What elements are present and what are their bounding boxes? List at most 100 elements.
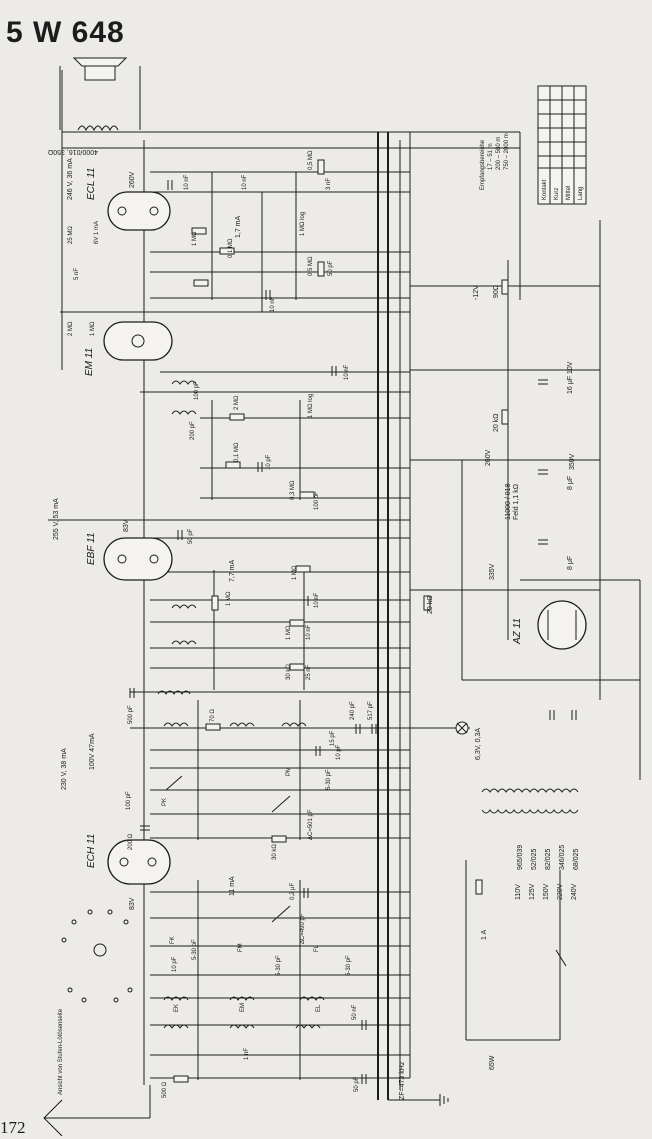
cap16-label: 16 μF 10V xyxy=(567,361,574,394)
tube-az11 xyxy=(537,600,587,650)
tube-em11 xyxy=(103,321,173,361)
ech11-cathode-voltage: 83V xyxy=(129,897,136,910)
cap8a-label: 8 μF xyxy=(567,476,574,490)
mains-tap-240: 240V xyxy=(571,883,578,900)
switch-table-header: Kontakt xyxy=(542,179,548,200)
tube-ech11 xyxy=(107,839,171,885)
comp-label: 0,5 MΩ xyxy=(308,256,314,276)
comp-label: 50 nF xyxy=(352,1004,358,1020)
comp-label: ΔC=490 pF xyxy=(300,913,306,944)
comp-label: 1 MΩ log xyxy=(308,394,314,418)
tube-label-az11: AZ 11 xyxy=(512,618,523,645)
comp-label: 0,3 MΩ xyxy=(290,480,296,500)
tube-ecl11 xyxy=(107,191,171,231)
ech11-voltage: 230 V, 38 mA xyxy=(61,748,68,790)
ecl11-voltage: 246 V, 36 mA xyxy=(67,158,74,200)
comp-label: 500 Ω xyxy=(162,1081,168,1098)
cap8b-label: 8 μF xyxy=(567,556,574,570)
comp-label: 70 Ω xyxy=(210,709,216,722)
freq-range-long: 750 – 2000 m xyxy=(504,133,510,170)
coils xyxy=(157,380,579,1029)
ground-icon xyxy=(388,1094,449,1106)
comp-label: 25 MΩ xyxy=(68,226,74,244)
winding-code-4: 346/025 xyxy=(559,845,566,870)
comp-label: 6V 1 mA xyxy=(94,221,100,244)
comp-label: 0,2 μF xyxy=(290,883,296,900)
output-transformer xyxy=(77,125,119,132)
comp-label: 10 nF xyxy=(314,592,320,608)
r20k-b-label: 20 kΩ xyxy=(427,596,434,614)
mains-watt-label: 65W xyxy=(489,1055,496,1070)
comp-label: 517 pF xyxy=(368,701,374,720)
comp-label: 25 nF xyxy=(306,664,312,680)
comp-label: 1 MΩ xyxy=(292,565,298,580)
freq-ranges-title: Empfangsbereiche xyxy=(480,139,486,190)
comp-label: 100 pF xyxy=(314,491,320,510)
tube-label-em11: EM 11 xyxy=(84,348,95,376)
page-title: 5 W 648 xyxy=(6,16,125,49)
comp-label: 2 MΩ xyxy=(68,321,74,336)
mains-tap-125: 125V xyxy=(529,883,536,900)
comp-label: 200 pF xyxy=(190,421,196,440)
comp-label: FM xyxy=(238,943,244,952)
winding-code-5: 68/025 xyxy=(573,848,580,870)
page-number: 172 xyxy=(0,1118,26,1137)
current-7-7ma: 7,7 mA xyxy=(229,559,236,582)
freq-range-medium: 200 – 580 m xyxy=(496,137,502,170)
comp-label: 10 pF xyxy=(266,454,272,470)
comp-label: ΔC=501 pF xyxy=(308,809,314,840)
comp-label: 0,1 MΩ xyxy=(228,238,234,258)
comp-label: 5-30 pF xyxy=(326,769,332,790)
comp-label: 15 pF xyxy=(330,730,336,746)
comp-label: 50 pF xyxy=(354,1076,360,1092)
comp-label: 1 MΩ xyxy=(192,231,198,246)
ech11-plate-voltage: 100V 47mA xyxy=(89,733,96,770)
mains-switch xyxy=(555,949,567,967)
comp-label: 5-30 pF xyxy=(276,955,282,976)
comp-label: 10 nF xyxy=(306,624,312,640)
tube-ebf11 xyxy=(103,537,173,581)
r20k-label: 20 kΩ xyxy=(493,414,500,432)
hv335-label: 335V xyxy=(489,563,496,580)
mains-tap-110: 110V xyxy=(515,884,522,900)
switch-table xyxy=(537,85,587,205)
winding-code-3: 82/025 xyxy=(545,848,552,870)
freq-range-short: 17 – 51 m xyxy=(488,143,494,170)
comp-label: 1 MΩ xyxy=(226,591,232,606)
comp-label: 3 nF xyxy=(326,178,332,190)
comp-label: 10 pF xyxy=(336,744,342,760)
comp-label: FK xyxy=(170,936,176,944)
lamp-label: 6,3V, 0,3A xyxy=(475,728,482,760)
comp-label: 1 nF xyxy=(244,1048,250,1060)
resistors xyxy=(173,159,509,1083)
comp-label: EK xyxy=(174,1004,180,1012)
pilot-lamp-icon xyxy=(455,721,469,735)
comp-label: PK xyxy=(162,798,168,806)
comp-label: 2 MΩ xyxy=(234,395,240,410)
mains-tap-220: 220V xyxy=(557,883,564,900)
bias-label: -12V xyxy=(473,285,480,300)
ecl11-anode-voltage: 260V xyxy=(129,171,136,188)
tube-label-ecl11: ECL 11 xyxy=(86,168,97,200)
tube-label-ech11: ECH 11 xyxy=(86,834,97,868)
comp-label: 30 kΩ xyxy=(272,844,278,860)
comp-label: 50 pF xyxy=(328,260,334,276)
winding-code-2: 52/025 xyxy=(531,848,538,870)
current-11ma: 11 mA xyxy=(229,876,236,896)
comp-label: PM xyxy=(286,767,292,776)
comp-label: 1 MΩ xyxy=(90,321,96,336)
r90-label: 90Ω xyxy=(493,285,500,298)
comp-label: 10 nF xyxy=(242,174,248,190)
comp-label: 30 kΩ xyxy=(286,664,292,680)
comp-label: 10 nF xyxy=(270,296,276,312)
comp-label: 500 pF xyxy=(128,705,134,724)
field-coil-label: Feld 1,1 kΩ xyxy=(513,484,520,520)
ebf11-voltage: 255 V, 53 mA xyxy=(53,498,60,540)
fuse-label: 1 A xyxy=(481,930,488,940)
current-1-7ma: 1,7 mA xyxy=(235,215,242,238)
transformer-label: 4000/016, 350Ω xyxy=(48,148,98,155)
switch-table-row-kurz: Kurz xyxy=(554,188,560,200)
comp-label: 10 nF xyxy=(184,174,190,190)
variable-capacitors xyxy=(165,775,291,923)
